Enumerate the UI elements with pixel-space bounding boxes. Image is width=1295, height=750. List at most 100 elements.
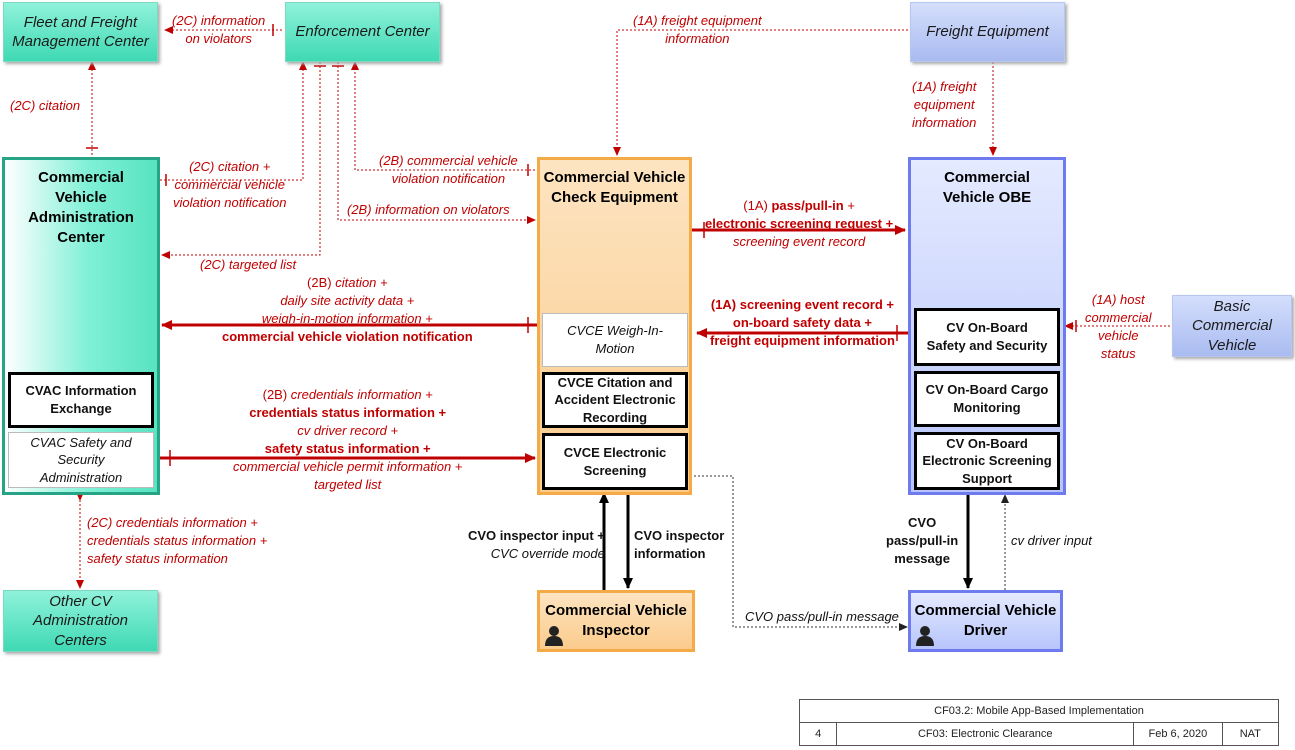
- flow-label-basic-obe: (1A) host commercial vehicle status: [1085, 291, 1151, 363]
- flow-text: credentials status information +: [87, 533, 268, 548]
- flow-text: (2C) citation +: [189, 159, 271, 174]
- cvce-citation-accident-recording[interactable]: CVCE Citation and Accident Electronic Re…: [542, 372, 688, 428]
- flow-text: freight equipment information: [710, 333, 895, 348]
- flow-text: citation +: [335, 275, 388, 290]
- flow-text: (2B): [262, 387, 291, 402]
- flow-label-cvce-cvac: (2B) citation + daily site activity data…: [222, 274, 473, 346]
- flow-text: equipment: [913, 97, 975, 112]
- cvce-title: Commercial Vehicle Check Equipment: [543, 169, 686, 206]
- flow-label-cv-driver-input: cv driver input: [1011, 532, 1092, 550]
- commercial-vehicle-inspector[interactable]: Commercial Vehicle Inspector: [537, 590, 695, 652]
- flow-text: +: [843, 198, 855, 213]
- cv-onboard-cargo-monitoring[interactable]: CV On-Board Cargo Monitoring: [914, 371, 1060, 427]
- flow-label-enf-fleet: (2C) information on violators: [172, 12, 265, 48]
- flow-label-enf-cvce: (2B) information on violators: [347, 201, 510, 219]
- flow-text: pass/pull-in: [886, 533, 959, 548]
- flow-label-inspector-info: CVO inspector information: [634, 527, 724, 563]
- flow-text: message: [894, 551, 950, 566]
- flow-text: cv driver record +: [297, 423, 399, 438]
- freight-equipment-label: Freight Equipment: [926, 23, 1049, 41]
- flow-text: (1A): [743, 198, 772, 213]
- cvac-information-exchange[interactable]: CVAC Information Exchange: [8, 372, 154, 428]
- cvac-sub2-label: CVAC Safety and Security Administration: [30, 434, 132, 485]
- flow-text: CVC override mode: [490, 546, 605, 561]
- title-block-number: 4: [798, 722, 838, 746]
- basic-commercial-vehicle[interactable]: Basic Commercial Vehicle: [1172, 295, 1292, 357]
- flow-label-freight-cvce: (1A) freight equipment information: [633, 12, 762, 48]
- flow-label-cvac-enf: (2C) citation + commercial vehicle viola…: [173, 158, 286, 212]
- cv-onboard-electronic-screening-support[interactable]: CV On-Board Electronic Screening Support: [914, 432, 1060, 490]
- flow-text: commercial vehicle permit information +: [233, 459, 463, 474]
- title-block-title: CF03.2: Mobile App-Based Implementation: [799, 699, 1279, 723]
- flow-text: (1A) freight equipment: [633, 13, 762, 28]
- flow-text: (2B) commercial vehicle: [379, 153, 518, 168]
- title-block-author: NAT: [1221, 722, 1280, 746]
- title-block-name: CF03: Electronic Clearance: [836, 722, 1135, 746]
- flow-text: CVO pass/pull-in message: [745, 609, 899, 624]
- flow-label-cvce-obe: (1A) pass/pull-in + electronic screening…: [705, 197, 893, 251]
- flow-text: violation notification: [391, 171, 506, 186]
- driver-label: Commercial Vehicle Driver: [914, 602, 1057, 639]
- cv-onboard-safety-security[interactable]: CV On-Board Safety and Security: [914, 308, 1060, 366]
- basic-cv-label: Basic Commercial Vehicle: [1191, 297, 1272, 354]
- flow-text: credentials information +: [290, 387, 433, 402]
- flow-text: on-board safety data +: [732, 315, 872, 330]
- flow-text: (2C) credentials information +: [87, 515, 258, 530]
- flow-label-cvce-enf: (2B) commercial vehicle violation notifi…: [379, 152, 518, 188]
- flow-text: cv driver input: [1011, 533, 1092, 548]
- flow-text: (1A) freight: [912, 79, 977, 94]
- flow-text: electronic screening request +: [705, 216, 894, 231]
- flow-label-freight-obe: (1A) freight equipment information: [912, 78, 976, 132]
- flow-text: (2C) citation: [10, 98, 81, 113]
- flow-label-targeted: (2C) targeted list: [200, 256, 296, 274]
- obe-sub1-label: CV On-Board Safety and Security: [926, 320, 1048, 353]
- obe-sub3-label: CV On-Board Electronic Screening Support: [922, 435, 1052, 486]
- flow-text: credentials status information +: [249, 405, 447, 420]
- title-block: CF03.2: Mobile App-Based Implementation …: [798, 699, 1280, 746]
- flow-text: violation notification: [173, 195, 287, 210]
- flow-text: safety status information: [87, 551, 228, 566]
- commercial-vehicle-driver[interactable]: Commercial Vehicle Driver: [908, 590, 1063, 652]
- fleet-freight-management-center[interactable]: Fleet and Freight Management Center: [3, 2, 158, 62]
- freight-equipment[interactable]: Freight Equipment: [910, 2, 1065, 62]
- flow-text: commercial vehicle violation notificatio…: [222, 329, 473, 344]
- cvac-safety-security-admin[interactable]: CVAC Safety and Security Administration: [8, 432, 154, 488]
- flow-label-cvo-passpull: CVO pass/pull-in message: [886, 514, 958, 568]
- flow-label-cvo-pass-msg: CVO pass/pull-in message: [745, 608, 899, 626]
- flow-text: CVO: [908, 515, 937, 530]
- obe-sub2-label: CV On-Board Cargo Monitoring: [925, 382, 1049, 415]
- flow-text: commercial: [1085, 310, 1152, 325]
- enforcement-center[interactable]: Enforcement Center: [285, 2, 440, 62]
- flow-text: daily site activity data +: [280, 293, 415, 308]
- flow-text: information: [912, 115, 977, 130]
- flow-text: (2B) information on violators: [347, 202, 510, 217]
- flow-text: status: [1100, 346, 1136, 361]
- flow-text: vehicle: [1098, 328, 1139, 343]
- cvce-sub2-label: CVCE Citation and Accident Electronic Re…: [554, 374, 676, 425]
- flow-label-cvac-other: (2C) credentials information + credentia…: [87, 514, 267, 568]
- flow-text: (1A) screening event record +: [710, 297, 895, 312]
- cvce-electronic-screening[interactable]: CVCE Electronic Screening: [542, 433, 688, 490]
- enforcement-label: Enforcement Center: [295, 23, 430, 41]
- flow-text: screening event record: [732, 234, 866, 249]
- cvce-sub1-label: CVCE Weigh-In-Motion: [567, 323, 663, 356]
- cvce-weigh-in-motion[interactable]: CVCE Weigh-In-Motion: [542, 313, 688, 367]
- title-block-date: Feb 6, 2020: [1133, 722, 1223, 746]
- flow-label-inspector-input: CVO inspector input + CVC override mode: [468, 527, 605, 563]
- flow-text: safety status information +: [264, 441, 431, 456]
- flow-text: (2B): [307, 275, 336, 290]
- flow-label-obe-cvce: (1A) screening event record + on-board s…: [710, 296, 895, 350]
- flow-text: CVO inspector: [634, 528, 725, 543]
- flow-text: targeted list: [314, 477, 382, 492]
- flow-text: (2C) targeted list: [200, 257, 297, 272]
- other-cv-administration-centers[interactable]: Other CV Administration Centers: [3, 590, 158, 652]
- other-cvac-label: Other CV Administration Centers: [32, 592, 129, 649]
- flow-label-cvac-cvce: (2B) credentials information + credentia…: [233, 386, 462, 494]
- person-icon: [545, 626, 563, 646]
- flow-text: on violators: [185, 31, 252, 46]
- flow-text: information: [634, 546, 706, 561]
- fleet-freight-label: Fleet and Freight Management Center: [12, 13, 149, 51]
- person-icon: [916, 626, 934, 646]
- flow-text: commercial vehicle: [174, 177, 285, 192]
